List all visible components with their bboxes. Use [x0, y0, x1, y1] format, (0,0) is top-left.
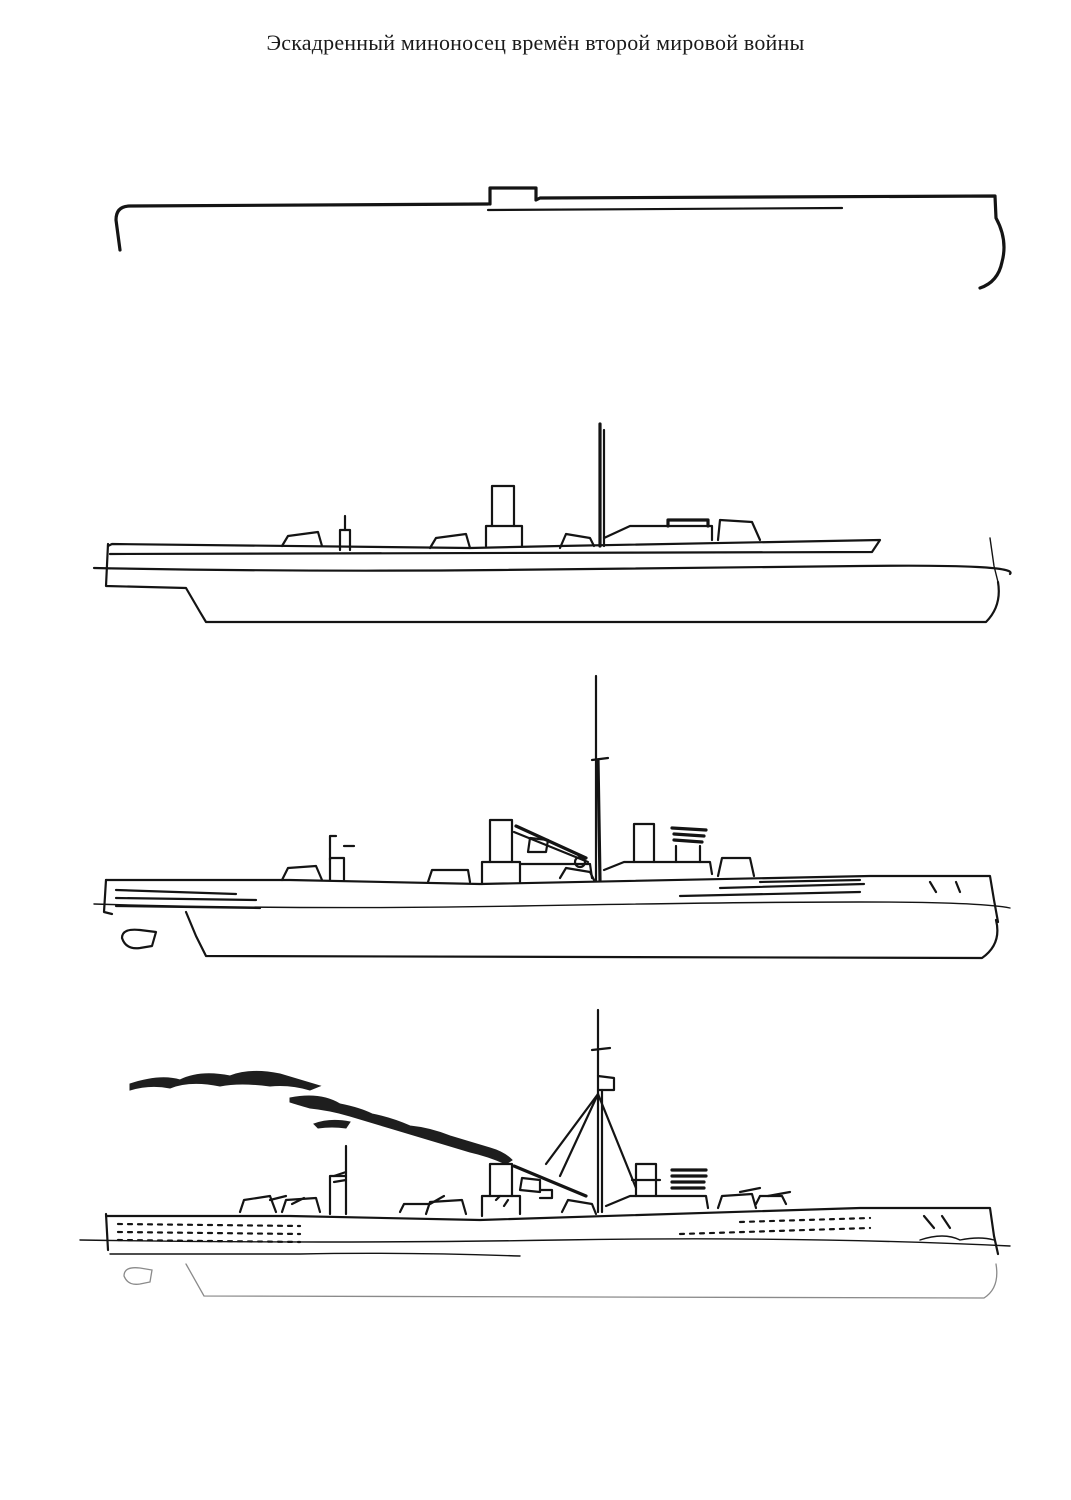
- step-4-complete: [79, 1008, 1011, 1299]
- step-3-details: [93, 674, 1011, 960]
- step-2-hull: [92, 422, 1012, 624]
- step-1-outline: [114, 186, 1006, 290]
- page-title: Эскадренный миноносец времён второй миро…: [266, 30, 805, 55]
